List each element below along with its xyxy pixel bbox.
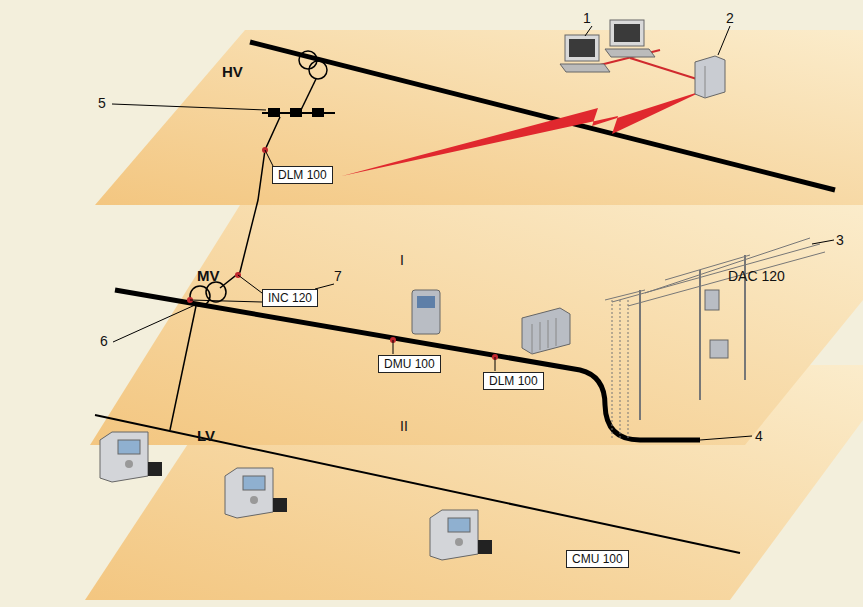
breaker <box>268 108 280 117</box>
device-box: CMU 100 <box>566 550 629 568</box>
wire <box>300 79 316 112</box>
callout-number: DAC 120 <box>728 268 785 284</box>
callout-number: 2 <box>726 10 734 26</box>
cabinet-icon <box>225 468 287 518</box>
callout-number: I <box>400 252 404 268</box>
device-name: DMU 100 <box>384 357 435 371</box>
callout-number: II <box>400 418 408 434</box>
level-label: MV <box>197 268 220 284</box>
cabinet-icon <box>430 510 492 560</box>
radio-link <box>342 90 705 176</box>
server <box>695 56 725 98</box>
feeder <box>170 306 196 430</box>
callout-number: 3 <box>836 232 844 248</box>
device-name: DLM 100 <box>278 168 327 182</box>
leader-lines <box>112 26 834 440</box>
device-name: CMU 100 <box>572 552 623 566</box>
sensor-wire <box>190 300 262 302</box>
overhead-line <box>605 238 825 440</box>
transformer <box>299 51 317 69</box>
sensor-wire <box>238 275 262 293</box>
transformer <box>309 61 327 79</box>
computer <box>605 20 655 57</box>
device-name: DLM 100 <box>489 374 538 388</box>
level-label: LV <box>197 428 215 444</box>
device-box: DLM 100 <box>272 166 333 184</box>
dlm-icon <box>522 308 570 354</box>
cabinets <box>100 432 492 560</box>
network <box>630 58 700 80</box>
level-label: HV <box>222 64 243 80</box>
mv-plane <box>90 205 863 445</box>
device-box: DMU 100 <box>378 355 441 373</box>
transformer <box>206 282 226 302</box>
breaker <box>312 108 324 117</box>
meter-icon <box>412 290 440 334</box>
cabinet-icon <box>100 432 162 482</box>
callout-number: 7 <box>334 268 342 284</box>
hv-line <box>250 42 835 190</box>
hv-plane <box>95 30 863 205</box>
device-name: INC 120 <box>268 291 312 305</box>
callout-number: 5 <box>98 95 106 111</box>
dac-device <box>710 340 728 358</box>
callout-number: 1 <box>583 10 591 26</box>
callout-number: 4 <box>755 428 763 444</box>
callout-number: 6 <box>100 333 108 349</box>
dac-device <box>705 290 719 310</box>
lv-line <box>95 415 740 553</box>
feeder <box>220 117 280 288</box>
mv-line <box>115 290 700 440</box>
sensor-wire <box>393 340 394 354</box>
sensor-wire <box>495 357 496 371</box>
breaker <box>290 108 302 117</box>
device-box: DLM 100 <box>483 372 544 390</box>
device-box: INC 120 <box>262 289 318 307</box>
computer <box>560 35 610 72</box>
